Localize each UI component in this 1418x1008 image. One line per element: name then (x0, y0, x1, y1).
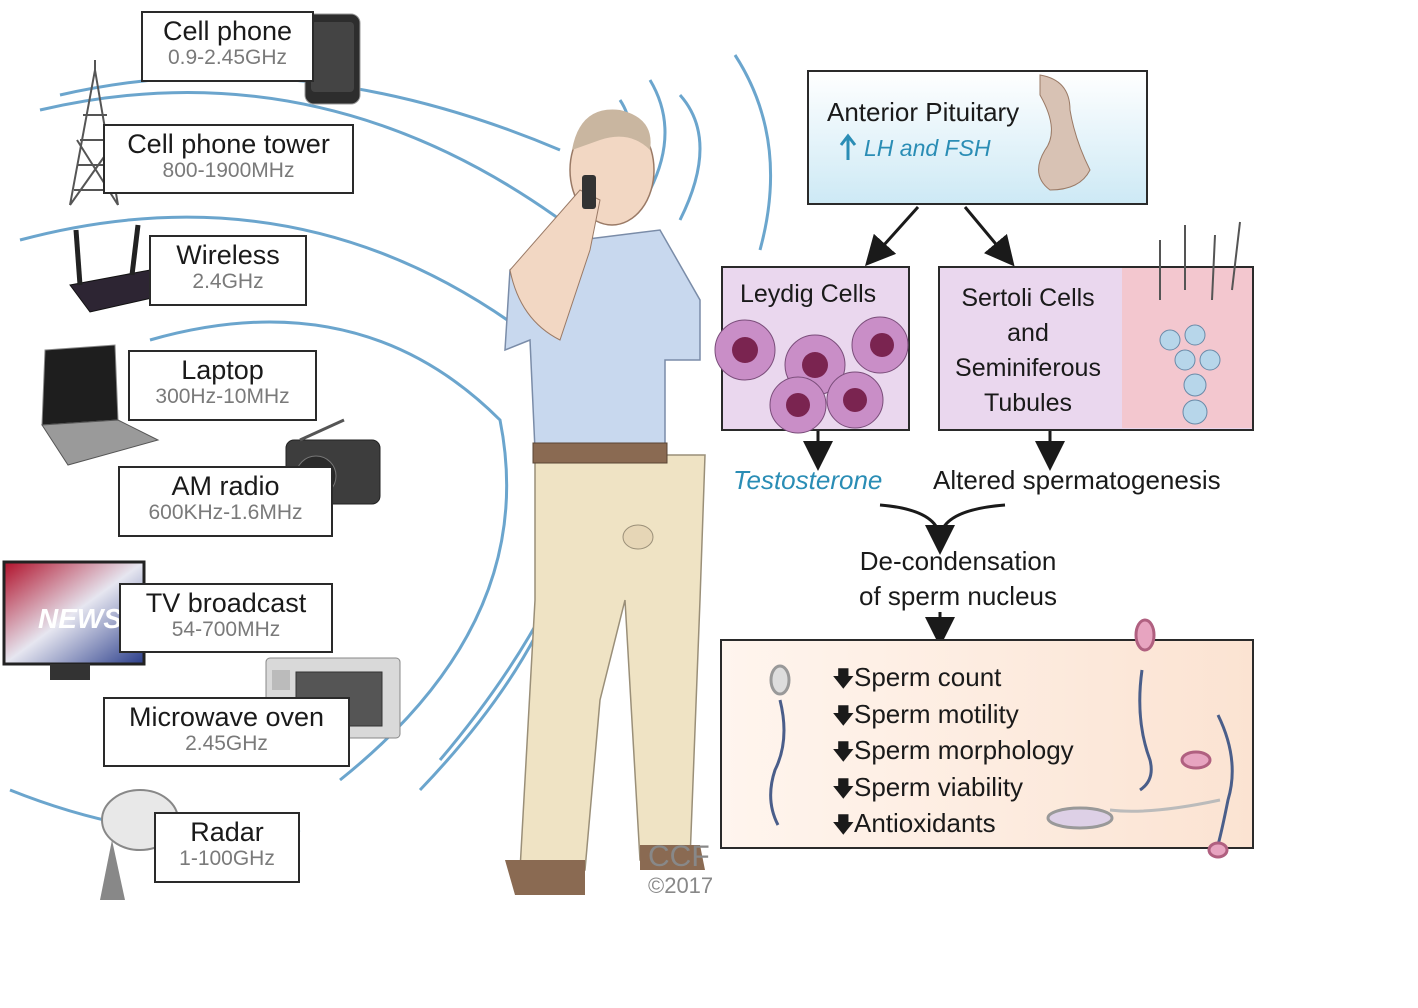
effect-item: 🡇Sperm viability (832, 770, 1074, 807)
tubule-illustration (1122, 221, 1252, 428)
down-arrow-icon: 🡇 (832, 739, 855, 764)
wave-arc-4 (149, 320, 509, 782)
device-label-wireless: Wireless 2.4GHz (149, 235, 307, 306)
device-name: TV broadcast (145, 588, 307, 618)
down-arrow-icon: 🡇 (832, 775, 855, 801)
device-frequency: 2.4GHz (192, 270, 264, 293)
device-name: Laptop (181, 355, 264, 385)
pituitary-gland-illustration (1038, 74, 1091, 191)
pituitary-title: Anterior Pituitary (827, 97, 1020, 127)
device-frequency: 54-700MHz (171, 618, 281, 641)
device-frequency: 300Hz-10MHz (155, 385, 290, 408)
device-frequency: 0.9-2.45GHz (167, 46, 288, 69)
testosterone-label: Testosterone (733, 465, 883, 495)
credit-org: CCF (648, 840, 710, 873)
tower-icon (69, 60, 119, 206)
sertoli-line-3: Seminiferous (955, 354, 1101, 382)
shoes (505, 845, 705, 895)
device-name: Wireless (176, 240, 280, 270)
decondensation-label: De-condensation of sperm nucleus (838, 544, 1078, 614)
device-name: Cell phone tower (127, 129, 330, 159)
effect-item: 🡇Sperm morphology (832, 733, 1074, 770)
sertoli-line-1: Sertoli Cells (961, 284, 1095, 312)
effects-list: 🡇Sperm count 🡇Sperm motility 🡇Sperm morp… (832, 660, 1074, 843)
arrow-merge (879, 503, 1006, 540)
sertoli-line-2: and (1007, 319, 1049, 347)
device-label-tv-broadcast: TV broadcast 54-700MHz (119, 583, 333, 653)
device-name: Microwave oven (128, 702, 325, 732)
decondensation-line-1: De-condensation (859, 546, 1057, 576)
device-name: Cell phone (162, 16, 293, 46)
wave-arc-8 (678, 94, 702, 221)
device-label-radar: Radar 1-100GHz (154, 812, 300, 883)
router-icon (69, 224, 166, 313)
leydig-title: Leydig Cells (740, 280, 877, 308)
down-arrow-icon: 🡇 (832, 812, 855, 837)
man-figure (504, 109, 706, 895)
arrow-pit-to-leydig (864, 205, 920, 267)
cell-phone-icon (304, 13, 361, 105)
credit-year: ©2017 (648, 873, 713, 898)
device-name: AM radio (171, 471, 280, 501)
wave-arc-9 (733, 54, 773, 251)
pituitary-hormones: LH and FSH (864, 135, 991, 161)
flow-arrows (803, 205, 1065, 647)
device-label-cell-phone: Cell phone 0.9-2.45GHz (141, 11, 314, 82)
device-label-microwave: Microwave oven 2.45GHz (103, 697, 350, 767)
device-frequency: 600KHz-1.6MHz (148, 501, 303, 524)
decondensation-line-2: of sperm nucleus (859, 581, 1057, 611)
down-arrow-icon: 🡇 (832, 702, 855, 728)
device-frequency: 1-100GHz (179, 847, 275, 870)
device-label-laptop: Laptop 300Hz-10MHz (128, 350, 317, 421)
arrow-pit-to-sertoli (963, 206, 1015, 267)
effect-item: 🡇Sperm motility (832, 697, 1074, 734)
laptop-icon (41, 344, 160, 466)
tv-news-text: NEWS (38, 603, 122, 634)
sperm-illustrations (769, 618, 1234, 859)
hair (572, 109, 651, 150)
spermatogenesis-label: Altered spermatogenesis (933, 465, 1221, 495)
device-frequency: 800-1900MHz (162, 159, 295, 182)
device-frequency: 2.45GHz (185, 732, 268, 755)
pituitary-up-arrow (839, 133, 857, 160)
effect-item: 🡇Sperm count (832, 660, 1074, 697)
held-phone (582, 175, 596, 209)
pituitary-box-bg (807, 70, 1148, 205)
sertoli-line-4: Tubules (983, 389, 1072, 417)
effect-item: 🡇Antioxidants (832, 806, 1074, 843)
device-name: Radar (190, 817, 264, 847)
device-label-cell-tower: Cell phone tower 800-1900MHz (103, 124, 354, 194)
down-arrow-icon: 🡇 (832, 666, 855, 691)
arm-raised (509, 189, 601, 341)
wave-arc-7 (648, 79, 667, 191)
effects-box-bg (720, 639, 1254, 849)
sertoli-title: Sertoli Cells and Seminiferous Tubules (942, 281, 1114, 421)
device-label-am-radio: AM radio 600KHz-1.6MHz (118, 466, 333, 537)
belt (532, 442, 668, 464)
legs (519, 454, 706, 871)
leydig-cells-illustration (714, 316, 909, 434)
pocket-item (622, 524, 654, 550)
